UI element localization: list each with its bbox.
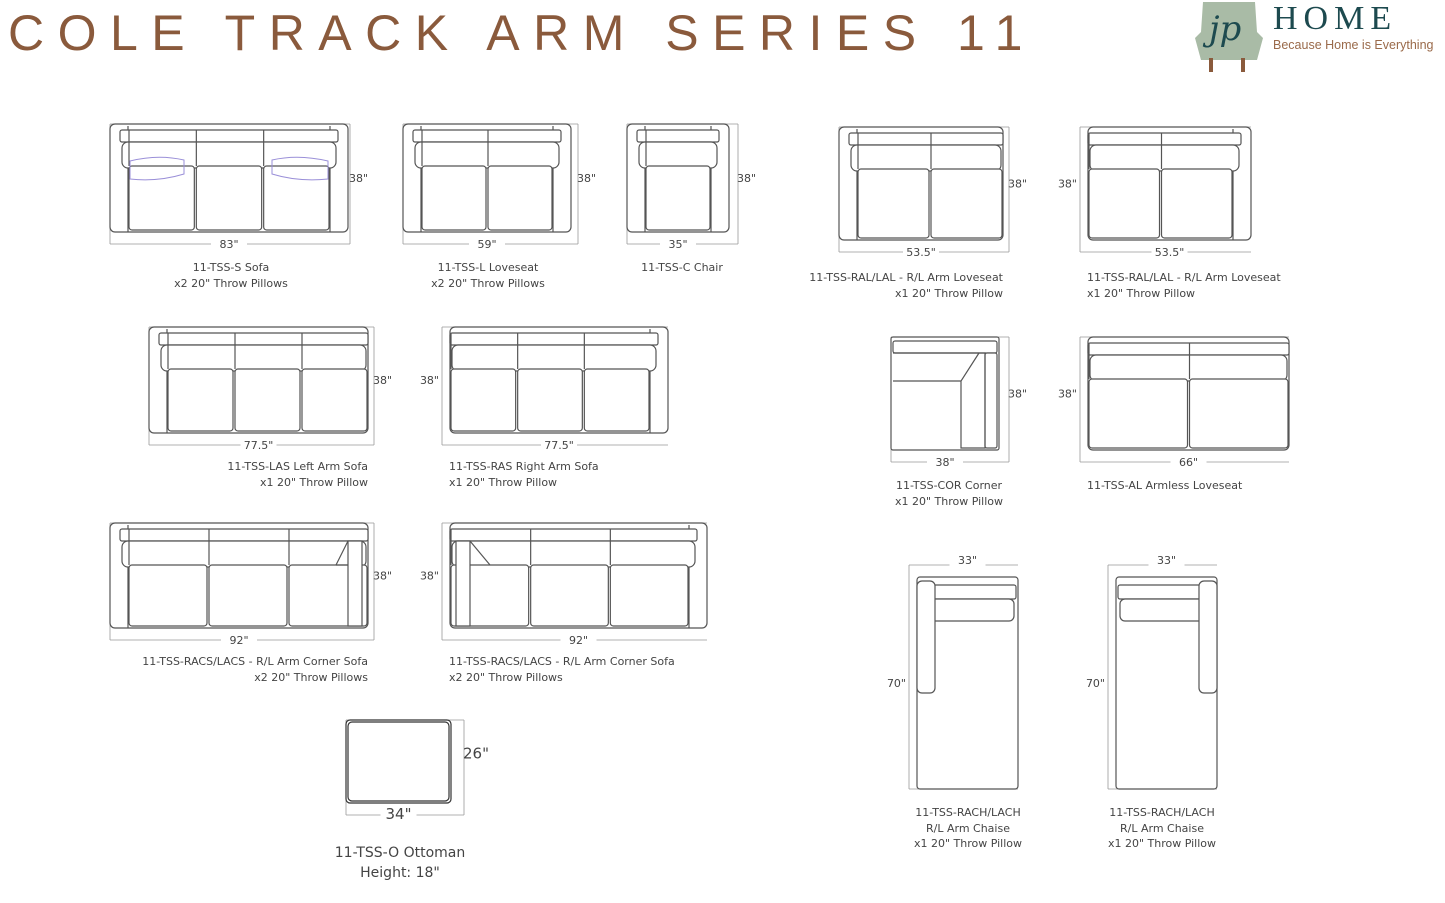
dimension-label: 70"	[887, 677, 906, 690]
item-label-line: 11-TSS-AL Armless Loveseat	[1087, 479, 1243, 492]
furniture-drawing-5: 77.5" 38"	[148, 326, 392, 452]
item-label-line: 11-TSS-LAS Left Arm Sofa	[227, 460, 368, 473]
dimension-label: 92"	[569, 634, 588, 647]
item-label: 11-TSS-RACH/LACH R/L Arm Chaise x1 20" Thr…	[914, 805, 1022, 852]
furniture-drawing-11: 34" 26"	[345, 719, 489, 823]
item-label-line: 11-TSS-COR Corner	[895, 479, 1003, 492]
item-label-line: x1 20" Throw Pillow	[894, 286, 1003, 300]
dimension-label: 35"	[668, 238, 687, 251]
item-label: 11-TSS-RAS Right Arm Sofa x1 20" Throw Pi…	[449, 459, 599, 490]
dimension-label: 59"	[477, 238, 496, 251]
dimension-label: 83"	[219, 238, 238, 251]
item-label: 11-TSS-C Chair	[641, 260, 723, 276]
item-label: 11-TSS-COR Corner x1 20" Throw Pillow	[895, 478, 1003, 509]
furniture-drawing-2: 35" 38"	[626, 123, 756, 251]
furniture-drawing-10: 92" 38"	[420, 522, 708, 647]
dimension-label: 38"	[1058, 178, 1077, 191]
dimension-label: 38"	[935, 456, 954, 469]
item-label-line: 11-TSS-S Sofa	[192, 261, 270, 274]
page-title: COLE TRACK ARM SERIES 11	[8, 5, 1036, 61]
item-label-line: 11-TSS-L Loveseat	[437, 261, 539, 274]
dimension-label: 66"	[1179, 456, 1198, 469]
chair-logo-icon: jp	[1195, 2, 1263, 72]
item-label-line: x1 20" Throw Pillow	[259, 475, 368, 489]
dimension-label: 33"	[1157, 554, 1176, 567]
dimension-label: 92"	[229, 634, 248, 647]
brand-logo: jp HOME Because Home is Everything	[1195, 0, 1445, 75]
item-label: 11-TSS-S Sofa x2 20" Throw Pillows	[174, 260, 288, 291]
dimension-label: 38"	[420, 374, 439, 387]
item-label: 11-TSS-RACH/LACH R/L Arm Chaise x1 20" Thr…	[1108, 805, 1216, 852]
furniture-drawing-12: 33" 70"	[887, 554, 1019, 790]
dimension-label: 38"	[1058, 388, 1077, 401]
item-label-line: 11-TSS-RAL/LAL - R/L Arm Loveseat	[809, 271, 1003, 284]
item-label: 11-TSS-RACS/LACS - R/L Arm Corner Sofa x2…	[449, 654, 675, 685]
dimension-label: 38"	[373, 570, 392, 583]
item-label: 11-TSS-RACS/LACS - R/L Arm Corner Sofa x2…	[142, 654, 368, 685]
logo-tagline: Because Home is Everything	[1273, 38, 1434, 52]
dimension-label: 77.5"	[244, 439, 274, 452]
item-label-line: x1 20" Throw Pillow	[1107, 837, 1217, 850]
dimension-label: 38"	[349, 172, 368, 185]
item-label: 11-TSS-RAL/LAL - R/L Arm Loveseat x1 20" …	[809, 270, 1003, 301]
item-label: 11-TSS-AL Armless Loveseat	[1087, 478, 1242, 494]
item-label-line: 11-TSS-RACS/LACS - R/L Arm Corner Sofa	[449, 655, 675, 668]
svg-text:jp: jp	[1202, 9, 1241, 49]
furniture-drawing-6: 77.5" 38"	[420, 326, 669, 452]
dimension-label: 38"	[1008, 178, 1027, 191]
item-label-line: R/L Arm Chaise	[1119, 821, 1204, 835]
dimension-label: 38"	[737, 172, 756, 185]
dimension-label: 38"	[373, 374, 392, 387]
item-label-line: 11-TSS-RAL/LAL - R/L Arm Loveseat	[1087, 271, 1281, 284]
furniture-drawing-9: 92" 38"	[109, 522, 392, 647]
item-label-line: x2 20" Throw Pillows	[254, 670, 368, 684]
item-label-line: x1 20" Throw Pillow	[894, 494, 1004, 508]
item-label-line: 11-TSS-RACS/LACS - R/L Arm Corner Sofa	[142, 655, 368, 668]
dimension-label: 38"	[577, 172, 596, 185]
dimension-label: 77.5"	[544, 439, 574, 452]
furniture-drawing-1: 59" 38"	[402, 123, 596, 251]
dimension-label: 70"	[1086, 677, 1105, 690]
dimension-label: 53.5"	[1155, 246, 1185, 259]
furniture-drawing-13: 33" 70"	[1086, 554, 1218, 790]
item-label-line: 11-TSS-O Ottoman	[334, 845, 466, 861]
item-label-line: x2 20" Throw Pillows	[174, 276, 288, 290]
dimension-label: 53.5"	[906, 246, 936, 259]
item-label-line: 11-TSS-RACH/LACH	[915, 806, 1021, 819]
furniture-drawing-0: 83" 38"	[109, 123, 368, 251]
furniture-drawing-7: 38" 38"	[890, 336, 1027, 469]
dimension-label: 38"	[1008, 388, 1027, 401]
logo-name: HOME	[1273, 0, 1398, 37]
item-label: 11-TSS-LAS Left Arm Sofa x1 20" Throw Pil…	[227, 459, 368, 490]
dimension-label: 38"	[420, 570, 439, 583]
dimension-label: 33"	[958, 554, 977, 567]
item-label-line: x1 20" Throw Pillow	[449, 475, 558, 489]
dimension-label: 26"	[463, 745, 489, 763]
item-label: 11-TSS-L Loveseat x2 20" Throw Pillows	[431, 260, 545, 291]
furniture-drawing-3: 53.5" 38"	[838, 126, 1027, 259]
item-label-line: 11-TSS-RAS Right Arm Sofa	[449, 460, 599, 473]
item-label-line: x2 20" Throw Pillows	[449, 670, 563, 684]
item-label-line: x1 20" Throw Pillow	[1087, 286, 1196, 300]
item-label-line: Height: 18"	[360, 865, 440, 881]
furniture-drawing-4: 53.5" 38"	[1058, 126, 1252, 259]
dimension-label: 34"	[386, 805, 412, 823]
furniture-drawing-8: 66" 38"	[1058, 336, 1290, 469]
item-label-line: x2 20" Throw Pillows	[431, 276, 545, 290]
item-label: 11-TSS-RAL/LAL - R/L Arm Loveseat x1 20" …	[1087, 270, 1281, 301]
item-label-line: 11-TSS-C Chair	[641, 261, 723, 274]
item-label-line: x1 20" Throw Pillow	[913, 837, 1023, 850]
item-label-line: 11-TSS-RACH/LACH	[1109, 806, 1215, 819]
item-label-line: R/L Arm Chaise	[925, 821, 1010, 835]
